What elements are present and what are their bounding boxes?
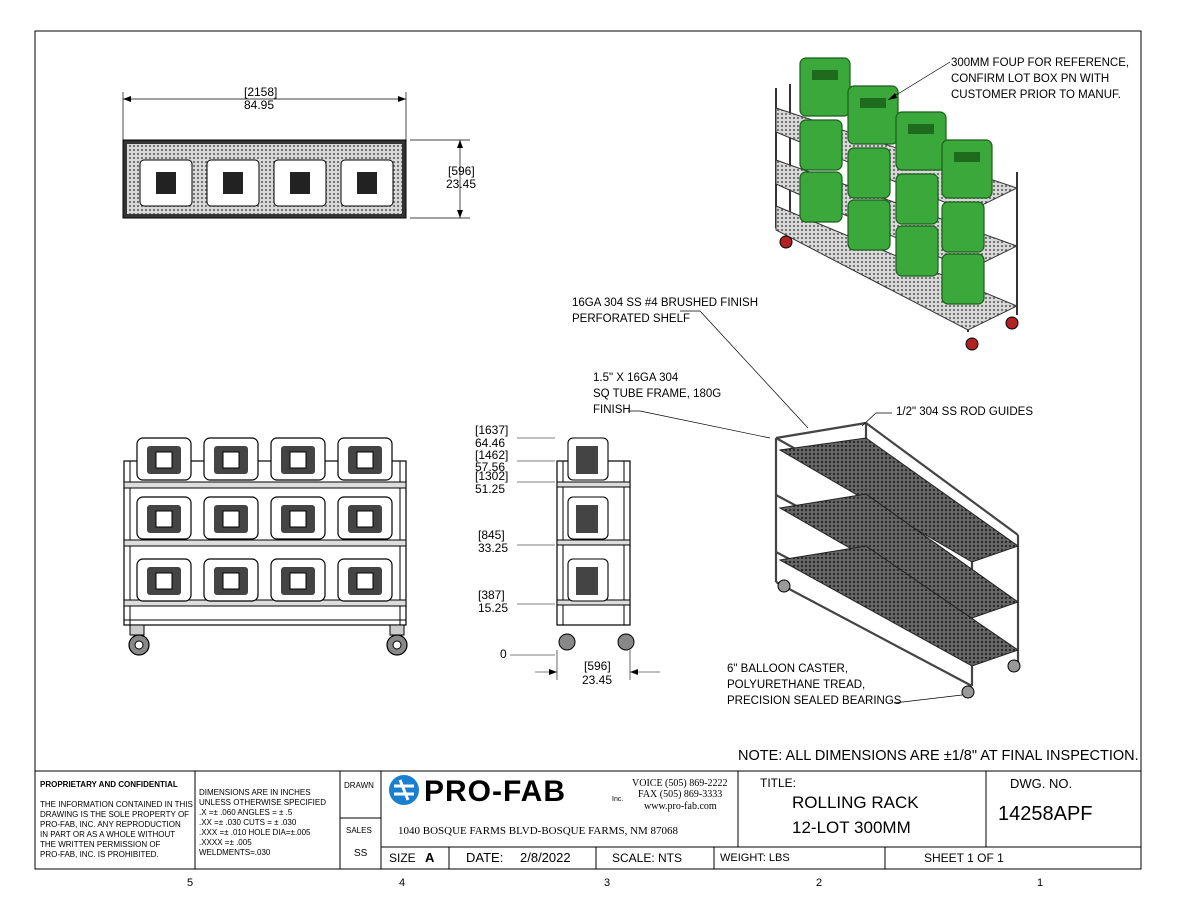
zone-3: 3: [604, 877, 611, 889]
shelf-callout-line1: 16GA 304 SS #4 BRUSHED FINISH: [572, 297, 758, 309]
height-4-mm: [845]: [478, 528, 505, 542]
iso-view-empty: [628, 310, 1021, 704]
iso-view-loaded: [775, 57, 1019, 351]
height-3-in: 51.25: [475, 482, 506, 496]
height-2-in: 57.56: [475, 460, 506, 474]
zone-5: 5: [187, 877, 194, 889]
proprietary-title: PROPRIETARY AND CONFIDENTIAL: [40, 780, 178, 789]
sales-value: SS: [354, 848, 368, 859]
height-1-in: 64.46: [475, 436, 506, 450]
caster-callout-line2: POLYURETHANE TREAD,: [727, 679, 866, 691]
voice-phone: VOICE (505) 869-2222: [632, 778, 728, 789]
size-value: A: [425, 850, 435, 865]
tolerance-text: DIMENSIONS ARE IN INCHES UNLESS OTHERWIS…: [199, 788, 326, 857]
caster-callout-line3: PRECISION SEALED BEARINGS: [727, 695, 902, 707]
height-5-mm: [387]: [478, 588, 505, 602]
dwg-no-value: 14258APF: [998, 803, 1093, 825]
title-block: [35, 770, 1141, 869]
weight-value: WEIGHT: LBS: [720, 852, 790, 864]
proprietary-text: THE INFORMATION CONTAINED IN THIS DRAWIN…: [40, 800, 193, 859]
side-depth-in: 23.45: [582, 673, 613, 687]
front-view: [123, 437, 408, 656]
company-logo-suffix: Inc.: [612, 796, 624, 803]
top-depth-mm: [596]: [448, 164, 475, 178]
zone-2: 2: [816, 877, 823, 889]
company-logo-text: PRO-FAB: [424, 775, 566, 808]
shelf-callout-line2: PERFORATED SHELF: [572, 313, 690, 325]
date-label: DATE:: [466, 850, 504, 865]
title-line1: ROLLING RACK: [792, 793, 919, 812]
inspection-note: NOTE: ALL DIMENSIONS ARE ±1/8" AT FINAL …: [738, 748, 1139, 764]
top-depth-in: 23.45: [446, 177, 477, 191]
side-view: [510, 437, 660, 680]
company-website[interactable]: www.pro-fab.com: [644, 801, 717, 812]
scale-value: SCALE: NTS: [612, 851, 683, 865]
frame-callout-line3: FINISH: [593, 404, 631, 416]
height-2-mm: [1462]: [475, 448, 509, 462]
drawn-label: DRAWN: [344, 781, 374, 790]
title-label: TITLE:: [760, 776, 797, 790]
caster-callout-line1: 6" BALLOON CASTER,: [727, 663, 849, 675]
side-depth-mm: [596]: [584, 659, 611, 673]
foup-callout-line1: 300MM FOUP FOR REFERENCE,: [951, 57, 1130, 69]
height-5-in: 15.25: [478, 601, 509, 615]
sales-label: SALES: [346, 826, 372, 835]
frame-callout-line1: 1.5" X 16GA 304: [593, 372, 679, 384]
foup-callout-line2: CONFIRM LOT BOX PN WITH: [951, 73, 1110, 85]
top-width-mm: [2158]: [244, 85, 278, 99]
top-width-in: 84.95: [244, 98, 275, 112]
rod-callout: 1/2" 304 SS ROD GUIDES: [896, 406, 1034, 418]
height-1-mm: [1637]: [475, 423, 509, 437]
size-label: SIZE: [389, 851, 416, 865]
height-zero: 0: [500, 647, 507, 661]
company-address: 1040 BOSQUE FARMS BLVD-BOSQUE FARMS, NM …: [398, 825, 679, 837]
zone-4: 4: [399, 877, 406, 889]
top-view: [122, 92, 470, 219]
fax-phone: FAX (505) 869-3333: [638, 789, 723, 800]
title-line2: 12-LOT 300MM: [792, 818, 911, 837]
height-3-mm: [1302]: [475, 469, 509, 483]
date-value: 2/8/2022: [520, 850, 571, 865]
frame-callout-line2: SQ TUBE FRAME, 180G: [593, 388, 722, 400]
sheet-number: SHEET 1 OF 1: [924, 851, 1004, 865]
foup-callout-line3: CUSTOMER PRIOR TO MANUF.: [951, 89, 1121, 101]
dwg-no-label: DWG. NO.: [1010, 776, 1073, 791]
height-4-in: 33.25: [478, 541, 509, 555]
logo-mark: [389, 775, 419, 805]
zone-1: 1: [1037, 877, 1044, 889]
